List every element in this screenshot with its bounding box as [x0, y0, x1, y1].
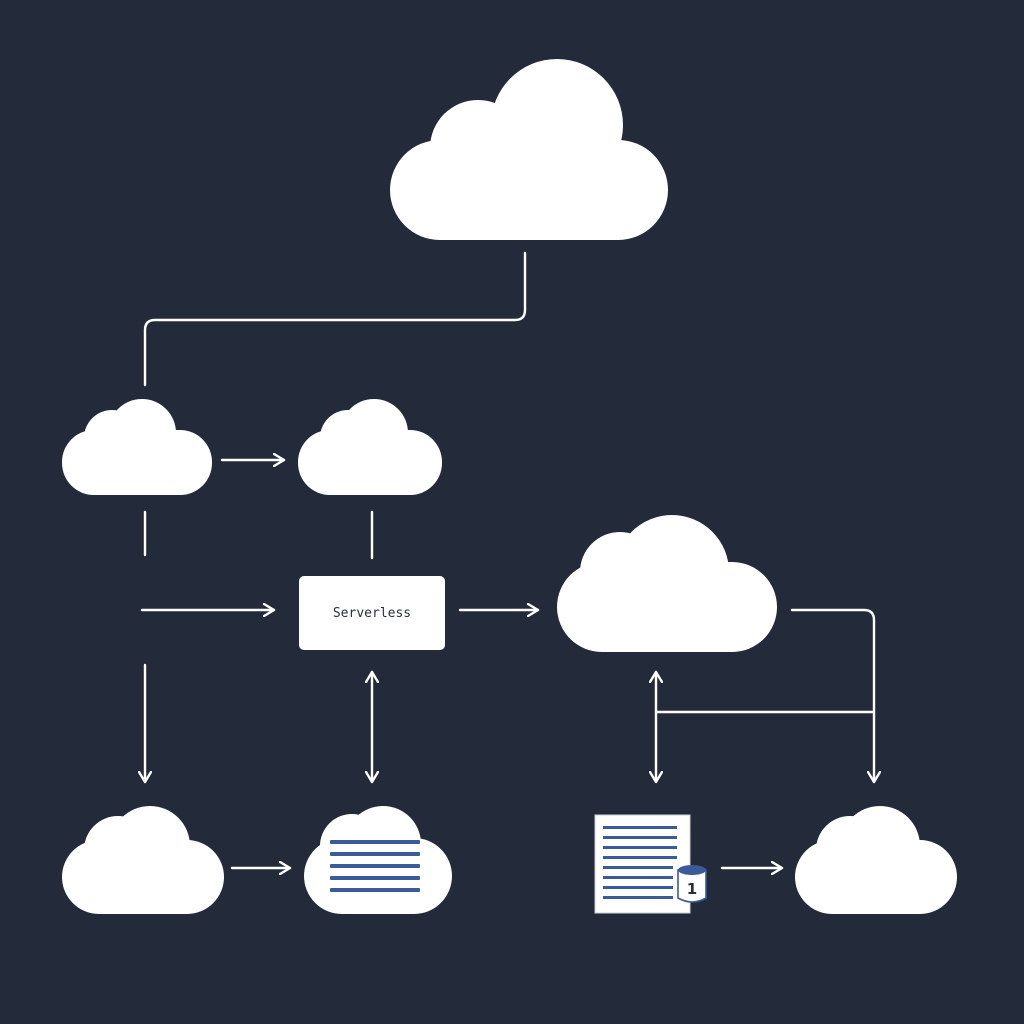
cloud-bottom-left	[62, 806, 224, 914]
cloud-left	[62, 399, 212, 495]
cloud-data	[304, 806, 452, 914]
database-icon: 1	[677, 865, 707, 903]
cloud-far-right	[795, 806, 957, 914]
data-lines-icon	[330, 840, 420, 892]
document-icon	[594, 814, 691, 914]
cloud-top	[390, 59, 668, 240]
database-badge-label: 1	[687, 880, 697, 898]
cloud-middle	[298, 399, 442, 495]
cloud-right	[557, 515, 777, 652]
connector-top-cloud-to-left-cloud	[143, 251, 527, 387]
connector-right-cloud-to-far-cloud	[790, 608, 874, 784]
serverless-node: Serverless	[299, 576, 445, 650]
serverless-label: Serverless	[333, 606, 411, 621]
